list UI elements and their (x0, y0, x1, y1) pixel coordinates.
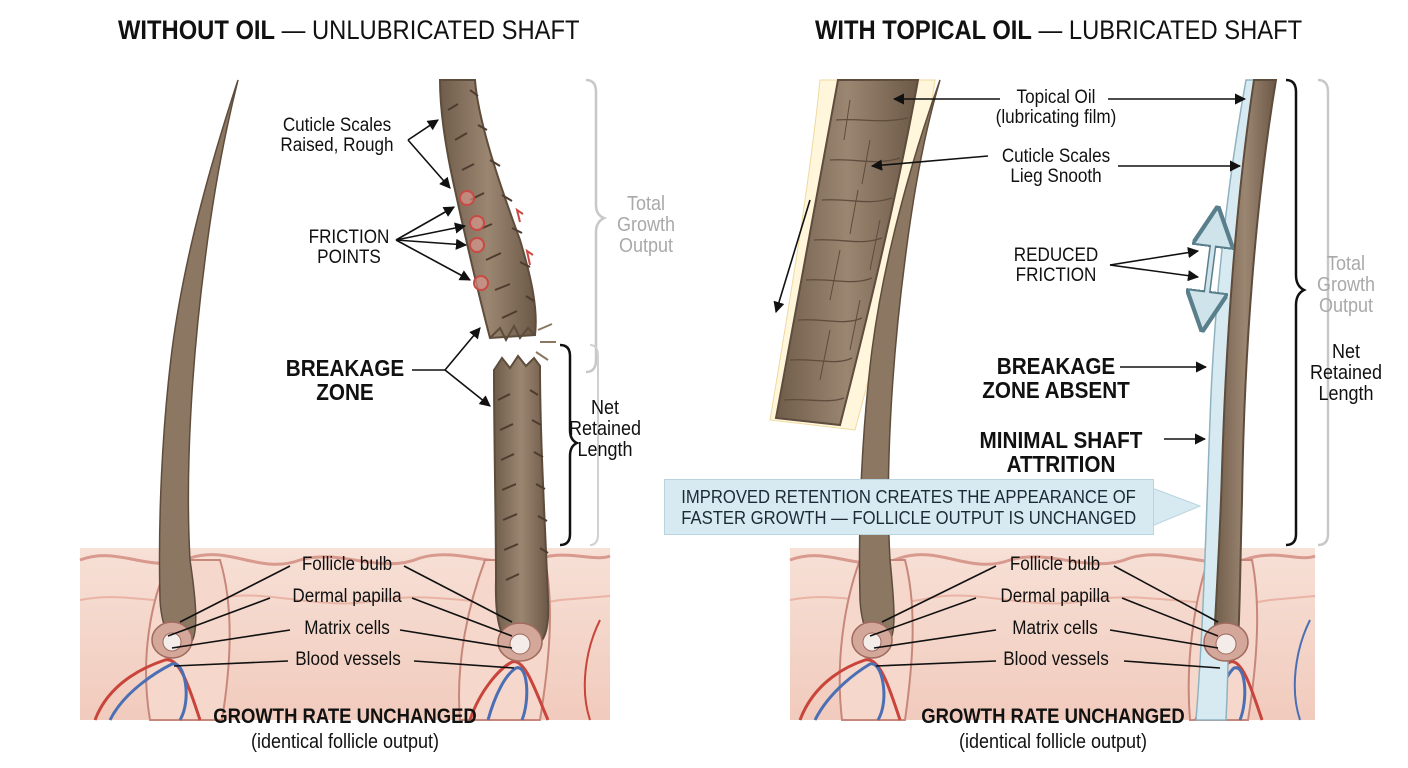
breakage-line2: ZONE (316, 379, 374, 406)
right-total-line2: Growth (1316, 274, 1376, 296)
left-title-rest: — UNLUBRICATED SHAFT (275, 15, 580, 45)
right-anatomy-follicle-bulb: Follicle bulb (1009, 554, 1101, 575)
right-net-length-bracket (1285, 78, 1307, 547)
right-total-line3: Output (1318, 295, 1374, 317)
right-total-growth-label: Total Growth Output (1308, 254, 1384, 317)
friction-line2: POINTS (317, 246, 381, 268)
reduced-line2: FRICTION (1015, 264, 1097, 286)
retention-callout-box: IMPROVED RETENTION CREATES THE APPEARANC… (664, 479, 1154, 535)
right-annotation-lines (869, 93, 1247, 669)
callout-line1: IMPROVED RETENTION CREATES THE APPEARANC… (681, 485, 1137, 507)
right-net-line2: Retained (1309, 362, 1383, 384)
left-total-line1: Total (626, 193, 666, 215)
friction-line1: FRICTION (308, 227, 390, 248)
right-net-length-label: Net Retained Length (1301, 342, 1391, 405)
left-damaged-hair-lower (492, 354, 550, 662)
left-total-growth-label: Total Growth Output (608, 194, 684, 257)
callout-pointer (1151, 487, 1202, 527)
callout-line2: FASTER GROWTH — FOLLICLE OUTPUT IS UNCHA… (681, 507, 1137, 528)
breakage-line1: BREAKAGE (285, 355, 405, 381)
right-net-line3: Length (1318, 383, 1374, 405)
breakage-absent-label: BREAKAGE ZONE ABSENT (975, 354, 1137, 402)
right-net-line1: Net (1331, 341, 1361, 363)
right-footer-title: GROWTH RATE UNCHANGED (921, 705, 1185, 728)
right-anatomy-matrix-cells: Matrix cells (1012, 618, 1098, 639)
left-total-line3: Output (618, 235, 674, 257)
reduced-friction-arrow (1203, 214, 1217, 324)
left-outer-bracket (589, 344, 599, 546)
left-footer-title: GROWTH RATE UNCHANGED (213, 705, 477, 728)
left-panel-title: WITHOUT OIL — UNLUBRICATED SHAFT (118, 15, 580, 45)
left-cuticle-line1: Cuticle Scales (282, 115, 392, 136)
left-net-line2: Retained (568, 418, 642, 440)
minimal-line2: ATTRITION (1006, 451, 1116, 478)
left-net-line3: Length (577, 439, 633, 461)
left-total-line2: Growth (616, 214, 676, 236)
right-total-line1: Total (1326, 253, 1366, 275)
left-anatomy-follicle-bulb: Follicle bulb (301, 554, 393, 575)
right-total-growth-bracket (1317, 78, 1330, 547)
absent-line2: ZONE ABSENT (982, 377, 1130, 404)
reduced-line1: REDUCED (1013, 245, 1099, 266)
right-anatomy-dermal-papilla: Dermal papilla (1000, 586, 1110, 607)
left-net-length-label: Net Retained Length (565, 398, 646, 461)
left-anatomy-blood-vessels: Blood vessels (295, 649, 401, 670)
left-annotation-lines (167, 119, 515, 669)
friction-points-label: FRICTION POINTS (300, 228, 399, 268)
right-anatomy-blood-vessels: Blood vessels (1003, 649, 1109, 670)
absent-line1: BREAKAGE (996, 353, 1116, 379)
oil-line1: Topical Oil (1016, 87, 1096, 108)
right-panel-title: WITH TOPICAL OIL — LUBRICATED SHAFT (815, 15, 1302, 45)
oil-line2: (lubricating film) (995, 106, 1117, 128)
reduced-friction-label: REDUCED FRICTION (1004, 246, 1108, 286)
right-cuticle-label: Cuticle Scales Lieg Snooth (984, 147, 1128, 187)
left-footer-sub: (identical follicle output) (250, 731, 440, 753)
right-cuticle-line1: Cuticle Scales (1001, 146, 1111, 167)
left-cuticle-label: Cuticle Scales Raised, Rough (270, 116, 405, 156)
right-title-rest: — LUBRICATED SHAFT (1031, 15, 1303, 45)
left-anatomy-matrix-cells: Matrix cells (304, 618, 390, 639)
left-net-line1: Net (590, 397, 620, 419)
left-total-growth-bracket (585, 78, 608, 374)
left-cuticle-line2: Raised, Rough (280, 134, 394, 156)
topical-oil-label: Topical Oil (lubricating film) (984, 88, 1128, 128)
minimal-attrition-label: MINIMAL SHAFT ATTRITION (967, 428, 1156, 476)
right-title-bold: WITH TOPICAL OIL (815, 15, 1032, 45)
magnified-hair-inset (769, 79, 936, 431)
breakage-zone-label: BREAKAGE ZONE (278, 356, 413, 404)
breakage-fragments (535, 323, 556, 361)
left-net-length-bracket (559, 343, 581, 547)
left-title-bold: WITHOUT OIL (118, 15, 276, 45)
left-damaged-hair-upper (438, 79, 537, 343)
right-footer-sub: (identical follicle output) (958, 731, 1148, 753)
right-cuticle-line2: Lieg Snooth (1010, 165, 1102, 187)
left-anatomy-dermal-papilla: Dermal papilla (292, 586, 402, 607)
minimal-line1: MINIMAL SHAFT (979, 427, 1143, 453)
